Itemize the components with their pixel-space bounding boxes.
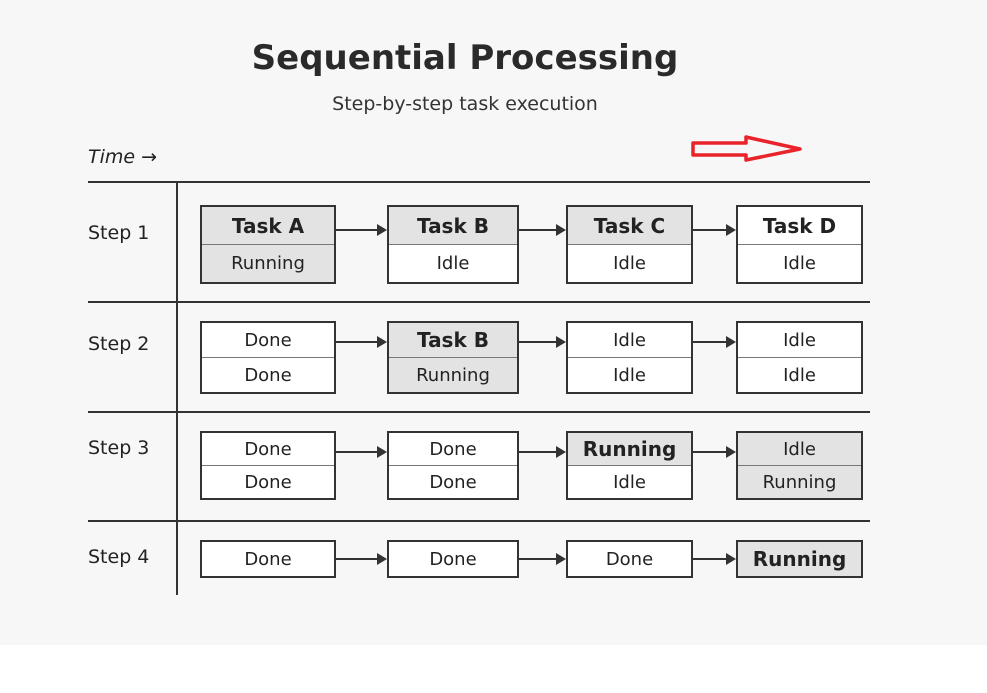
step-divider xyxy=(88,520,870,522)
diagram-subtitle: Step-by-step task execution xyxy=(332,93,598,115)
arrow-right-icon xyxy=(693,446,736,458)
task-cell-status: Idle xyxy=(613,364,646,386)
task-cell-title: Done xyxy=(429,548,477,570)
task-cell-title: Idle xyxy=(738,433,861,466)
task-cell-title: Idle xyxy=(738,323,861,358)
arrow-right-icon xyxy=(519,224,566,236)
task-cell-status: Done xyxy=(244,364,292,386)
time-axis-label: Time → xyxy=(88,146,158,168)
task-cell-status: Running xyxy=(202,245,334,282)
arrow-right-icon xyxy=(336,224,387,236)
step-label: Step 1 xyxy=(88,222,150,244)
task-cell-title: Running xyxy=(738,542,861,576)
task-cell-title: Running xyxy=(568,433,691,466)
step-divider xyxy=(88,411,870,413)
arrow-right-icon xyxy=(336,446,387,458)
arrow-right-icon xyxy=(519,336,566,348)
task-cell-status: Done xyxy=(429,471,477,493)
task-cell-title: Task D xyxy=(738,207,861,245)
task-cell-title: Done xyxy=(389,433,517,466)
arrow-right-icon xyxy=(336,553,387,565)
task-cell-status: Running xyxy=(738,466,861,498)
task-cell: Task D Idle xyxy=(736,205,863,284)
task-cell-status: Running xyxy=(389,358,517,392)
task-cell-title: Done xyxy=(202,323,334,358)
red-arrow-annotation-icon xyxy=(691,135,802,162)
arrow-right-icon xyxy=(519,553,566,565)
task-cell-status: Idle xyxy=(436,253,470,274)
task-cell-title: Task A xyxy=(202,207,334,245)
arrow-right-icon xyxy=(693,336,736,348)
task-cell-status: Idle xyxy=(783,364,816,386)
task-cell-title: Task B xyxy=(389,207,517,245)
arrow-right-icon xyxy=(519,446,566,458)
arrow-right-icon xyxy=(693,553,736,565)
step-divider xyxy=(88,301,870,303)
task-cell-title: Task B xyxy=(389,323,517,358)
diagram-title: Sequential Processing xyxy=(251,38,679,78)
task-cell-title: Task C xyxy=(568,207,691,245)
task-cell-title: Done xyxy=(605,548,654,570)
task-cell-status: Done xyxy=(244,471,292,493)
step-label: Step 3 xyxy=(88,437,150,459)
step-label: Step 2 xyxy=(88,333,150,355)
task-cell: Task B Idle xyxy=(387,205,519,284)
step-axis-line xyxy=(176,181,178,595)
task-cell-title: Done xyxy=(202,433,334,466)
task-cell: Running xyxy=(736,540,863,578)
step-divider xyxy=(88,181,870,183)
arrow-right-icon xyxy=(336,336,387,348)
task-cell-title: Done xyxy=(244,548,292,570)
task-cell: Done xyxy=(566,540,693,578)
task-cell-title: Idle xyxy=(568,323,691,358)
task-cell: Done xyxy=(200,540,336,578)
step-label: Step 4 xyxy=(88,546,150,568)
task-cell-status: Idle xyxy=(613,253,646,274)
task-cell-status: Idle xyxy=(613,471,646,493)
task-cell: Done xyxy=(387,540,519,578)
task-cell: Task C Idle xyxy=(566,205,693,284)
task-cell-status: Idle xyxy=(783,253,816,274)
arrow-right-icon xyxy=(693,224,736,236)
